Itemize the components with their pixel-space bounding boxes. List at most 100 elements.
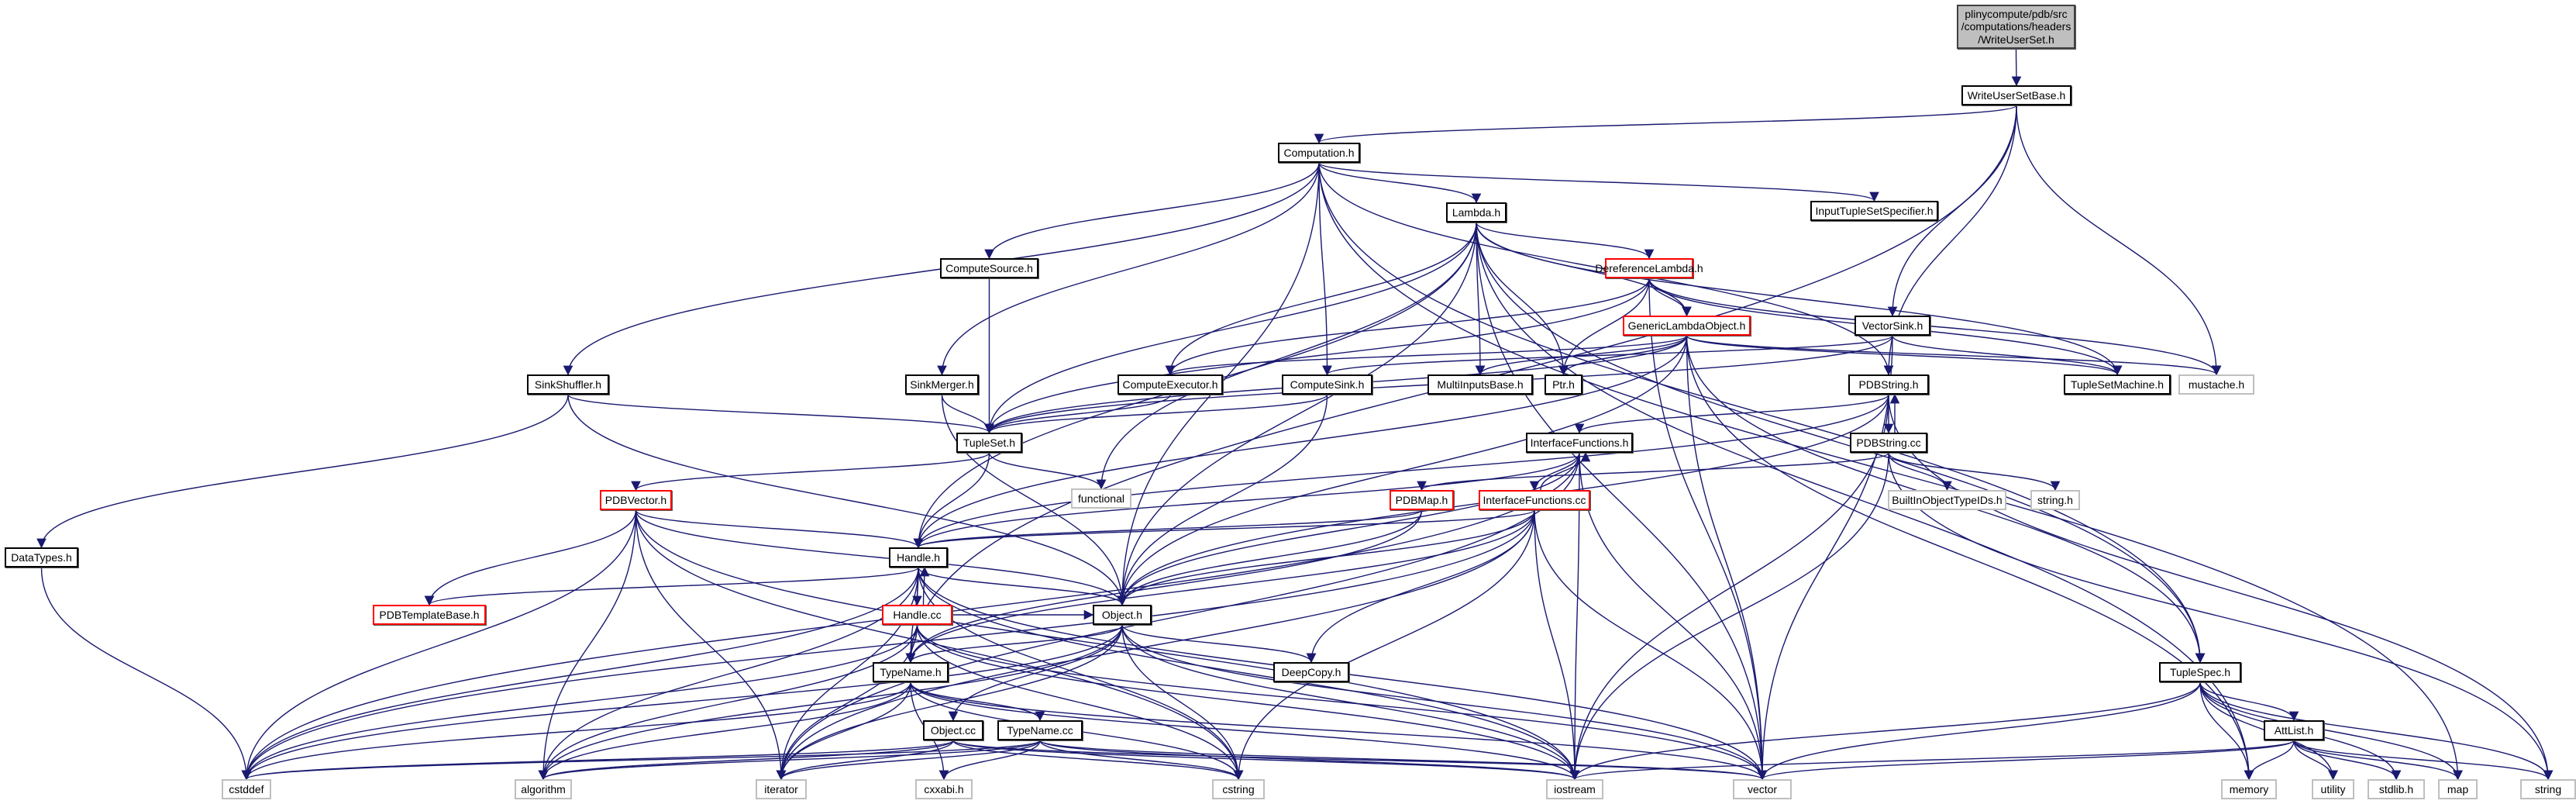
edge-Object-to-cstddef	[241, 624, 1123, 781]
node-computesink[interactable]: ComputeSink.h	[1282, 374, 1372, 395]
edge-DereferenceLambda-to-mustache	[1648, 278, 2222, 376]
edge-ComputeSink-to-Object	[1117, 394, 1328, 606]
edge-DereferenceLambda-to-TupleSet	[984, 278, 1650, 434]
node-label: string	[2534, 782, 2562, 795]
node-pdbvector[interactable]: PDBVector.h	[600, 490, 672, 510]
node-tuplespec[interactable]: TupleSpec.h	[2159, 662, 2241, 682]
edge-DereferenceLambda-to-Ptr	[1558, 278, 1650, 376]
node-tuplesetmachine[interactable]: TupleSetMachine.h	[2064, 374, 2171, 395]
node-label: Handle.h	[896, 550, 941, 564]
edge-InterfaceFunctionsCC-to-iostream	[1534, 509, 1580, 781]
edge-Computation-to-SinkMerger	[937, 162, 1320, 376]
edge-ComputeSink-to-TupleSet	[984, 394, 1328, 434]
edge-Lambda-to-Object	[1117, 222, 1477, 606]
edge-TypeName-to-cstddef	[241, 682, 911, 781]
node-label: InputTupleSetSpecifier.h	[1815, 204, 1934, 217]
node-lambda[interactable]: Lambda.h	[1446, 202, 1507, 223]
node-label: Object.h	[1101, 608, 1143, 621]
node-vectorsink[interactable]: VectorSink.h	[1855, 316, 1930, 336]
node-label: TypeName.h	[880, 665, 942, 678]
edge-HandleCC-to-cstddef	[241, 624, 918, 781]
node-multiinputsbase[interactable]: MultiInputsBase.h	[1427, 374, 1533, 395]
node-interfacefunctions-cc[interactable]: InterfaceFunctions.cc	[1479, 490, 1590, 510]
node-typename-cc[interactable]: TypeName.cc	[997, 720, 1083, 740]
node-cstddef: cstddef	[222, 779, 271, 799]
edge-AttList-to-stdlib	[2293, 740, 2402, 781]
edge-Handle-to-algorithm	[538, 567, 919, 781]
edge-InterfaceFunctions-to-iostream	[1569, 452, 1580, 781]
edge-GenericLambdaObject-to-ComputeExecutor	[1166, 335, 1688, 376]
node-computation[interactable]: Computation.h	[1278, 143, 1360, 163]
edge-Object-to-iostream	[1121, 624, 1580, 781]
node-interfacefunctions[interactable]: InterfaceFunctions.h	[1526, 433, 1633, 453]
node-label: iostream	[1554, 782, 1596, 795]
edge-Lambda-to-Ptr	[1476, 222, 1569, 376]
edge-InterfaceFunctions-to-Handle	[913, 452, 1580, 549]
edge-GenericLambdaObject-to-TupleSetMachine	[1686, 335, 2123, 376]
edge-Lambda-to-TupleSetMachine	[1476, 222, 2123, 376]
node-pdbstring[interactable]: PDBString.h	[1848, 374, 1929, 395]
node-sinkshuffler[interactable]: SinkShuffler.h	[527, 374, 609, 395]
edge-AttList-to-string	[2293, 740, 2554, 781]
edge-InterfaceFunctionsCC-to-TypeName	[905, 509, 1535, 664]
edge-Computation-to-map	[1318, 162, 2463, 781]
edge-PDBVector-to-cstddef	[241, 509, 637, 781]
node-datatypes[interactable]: DataTypes.h	[5, 547, 78, 568]
edge-VectorSink-to-TupleSetMachine	[1892, 335, 2123, 376]
node-dereferencelambda[interactable]: DereferenceLambda.h	[1595, 258, 1703, 278]
node-label: algorithm	[521, 782, 566, 795]
node-computesource[interactable]: ComputeSource.h	[940, 258, 1038, 278]
edge-PDBStringCC-to-iostream	[1569, 452, 1889, 781]
node-handle-cc[interactable]: Handle.cc	[882, 605, 952, 625]
node-computeexecutor[interactable]: ComputeExecutor.h	[1118, 374, 1223, 395]
node-label: GenericLambdaObject.h	[1627, 319, 1746, 332]
edge-TypeNameCC-to-cstring	[1039, 740, 1244, 781]
edge-PDBVector-to-algorithm	[538, 509, 637, 781]
node-sinkmerger[interactable]: SinkMerger.h	[905, 374, 979, 395]
edge-Lambda-to-ComputeExecutor	[1165, 222, 1477, 376]
edge-Object-to-ObjectCC	[948, 624, 1123, 722]
edge-PDBStringCC-to-string	[1888, 452, 2554, 781]
edge-AttList-to-utility	[2293, 740, 2338, 781]
node-pdbmap[interactable]: PDBMap.h	[1390, 490, 1454, 510]
edge-Computation-to-ComputeSource	[984, 162, 1320, 260]
node-deepcopy[interactable]: DeepCopy.h	[1273, 662, 1349, 682]
edge-PDBVector-to-PDBTemplateBase	[424, 509, 637, 606]
edge-InterfaceFunctionsCC-to-InterfaceFunctions	[1540, 451, 1591, 491]
node-pdbstring-cc[interactable]: PDBString.cc	[1850, 433, 1927, 453]
node-label: PDBString.cc	[1856, 436, 1921, 449]
node-label: SinkMerger.h	[910, 378, 974, 391]
root-file-path-line-1: plinycompute/pdb/src	[1965, 8, 2068, 21]
edge-TupleSpec-to-memory	[2199, 682, 2254, 781]
node-attlist[interactable]: AttList.h	[2264, 720, 2324, 740]
node-tupleset[interactable]: TupleSet.h	[956, 433, 1022, 453]
edge-Object-to-cstring	[1121, 624, 1244, 781]
node-inputtuplesetspecifier[interactable]: InputTupleSetSpecifier.h	[1810, 201, 1938, 221]
edge-ObjectCC-to-cstring	[952, 740, 1244, 781]
edge-GenericLambdaObject-to-vector	[1686, 335, 1768, 781]
node-object-cc[interactable]: Object.cc	[923, 720, 983, 740]
edge-Lambda-to-functional	[1096, 222, 1477, 490]
edge-AttList-to-vector	[1758, 740, 2295, 781]
node-cstring: cstring	[1212, 779, 1265, 799]
node-typename[interactable]: TypeName.h	[873, 662, 949, 682]
node-pdbtemplatebase[interactable]: PDBTemplateBase.h	[373, 605, 486, 625]
node-label: MultiInputsBase.h	[1437, 378, 1524, 391]
edge-TupleSet-to-functional	[988, 452, 1107, 490]
node-utility: utility	[2312, 779, 2354, 799]
node-ptr[interactable]: Ptr.h	[1545, 374, 1582, 395]
edge-ObjectCC-to-algorithm	[538, 740, 954, 781]
edge-Computation-to-InputTupleSetSpecifier	[1318, 162, 1879, 202]
node-handle[interactable]: Handle.h	[889, 547, 948, 568]
edge-InterfaceFunctionsCC-to-DeepCopy	[1306, 509, 1535, 664]
node-label: map	[2447, 782, 2469, 795]
node-writeusersetbase[interactable]: WriteUserSetBase.h	[1961, 85, 2071, 105]
node-label: DereferenceLambda.h	[1595, 261, 1703, 274]
edge-WriteUserSetBase-to-mustache	[2016, 105, 2222, 376]
edge-Object-to-algorithm	[538, 624, 1123, 781]
node-genericlambdaobject[interactable]: GenericLambdaObject.h	[1623, 316, 1751, 336]
edge-GenericLambdaObject-to-MultiInputsBase	[1475, 335, 1688, 376]
edge-Object-to-DeepCopy	[1121, 624, 1317, 664]
node-object[interactable]: Object.h	[1093, 605, 1152, 625]
node-label: cstring	[1222, 782, 1255, 795]
